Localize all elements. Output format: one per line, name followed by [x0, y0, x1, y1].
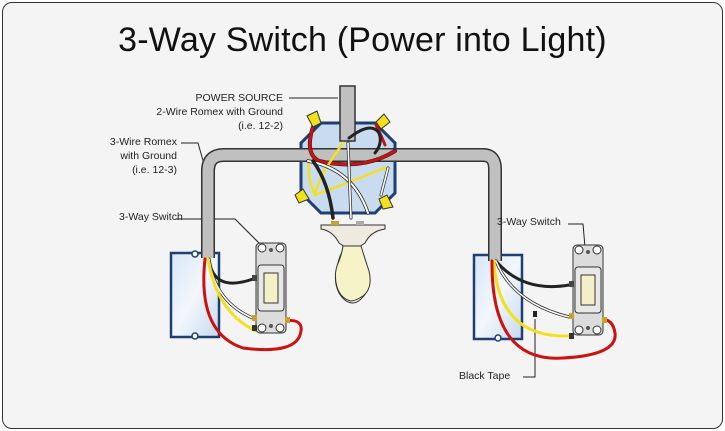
- wire-nut-bottom-right: [378, 194, 394, 210]
- label-power-source-line1: POWER SOURCE: [195, 92, 283, 104]
- wire-nut-top-right: [375, 113, 391, 130]
- label-power-source-line2: 2-Wire Romex with Ground: [156, 106, 283, 118]
- label-3wire-romex: 3-Wire Romex with Ground (i.e. 12-3): [63, 135, 177, 177]
- label-left-switch: 3-Way Switch: [119, 211, 183, 223]
- romex-3wire-cable: [201, 148, 502, 261]
- junction-wires: [306, 119, 397, 220]
- label-3wire-line3: (i.e. 12-3): [132, 164, 177, 176]
- label-3wire-line1: 3-Wire Romex: [109, 136, 177, 148]
- label-power-source-line3: (i.e. 12-2): [238, 120, 283, 132]
- wiring-diagram: [169, 85, 617, 378]
- light-bulb-icon: [334, 245, 371, 302]
- left-switch-box: [169, 250, 221, 340]
- right-3way-switch: [569, 244, 607, 339]
- label-black-tape: Black Tape: [459, 370, 511, 382]
- toggle-lever: [580, 274, 596, 306]
- label-3wire-line2: with Ground: [120, 150, 177, 162]
- leader-right-switch: [568, 223, 586, 248]
- light-fixture: [320, 221, 386, 304]
- left-switch-wires: [202, 257, 303, 352]
- label-power-source: POWER SOURCE 2-Wire Romex with Ground (i…: [153, 91, 283, 133]
- leader-lines: [176, 97, 586, 378]
- diagram-title: 3-Way Switch (Power into Light): [118, 21, 607, 59]
- left-3way-switch: [252, 242, 290, 334]
- right-switch-wires: [490, 259, 617, 360]
- power-source-cable: [339, 85, 356, 142]
- wire-nut-bottom-left: [294, 188, 310, 204]
- leader-black-tape: [523, 319, 536, 378]
- toggle-lever: [263, 272, 279, 304]
- label-right-switch: 3-Way Switch: [497, 216, 561, 228]
- right-switch-box: [472, 252, 524, 342]
- black-tape-mark: [533, 311, 537, 317]
- wire-nuts: [294, 110, 394, 210]
- wire-nut-top-left: [306, 110, 322, 128]
- leader-left-switch: [176, 218, 262, 246]
